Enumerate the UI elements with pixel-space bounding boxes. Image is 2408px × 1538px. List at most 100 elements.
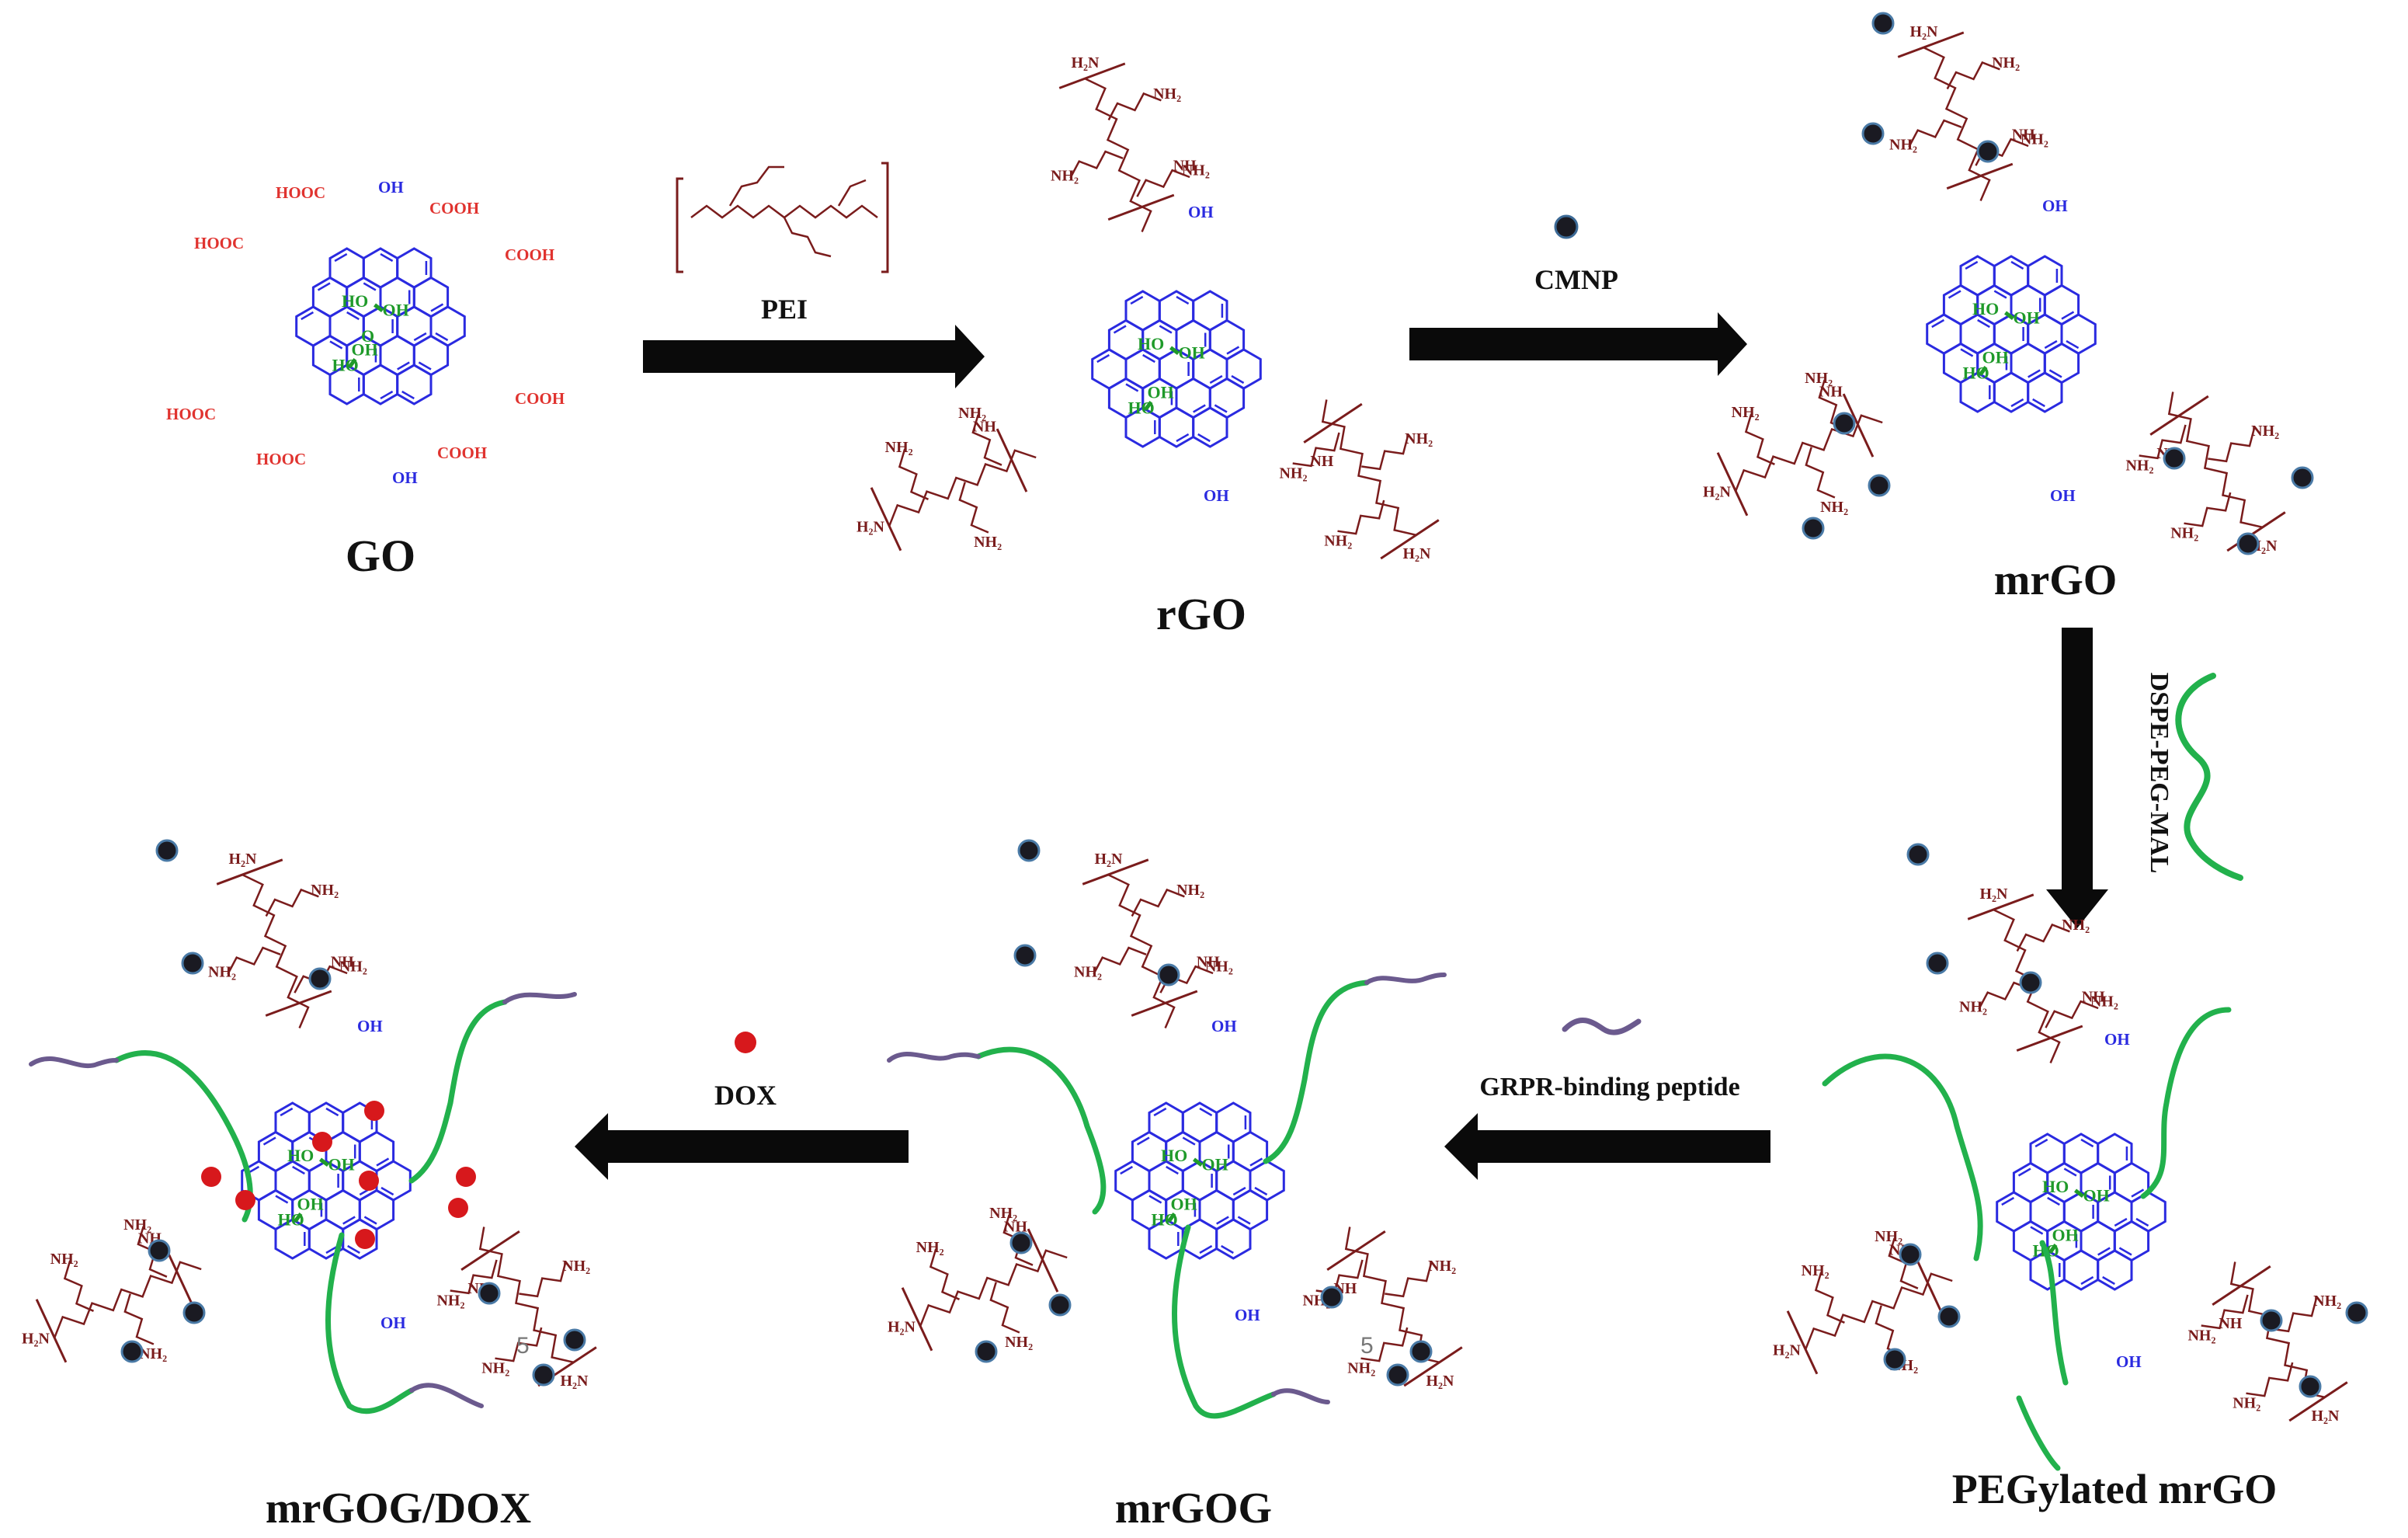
- nanoparticle-icon: [1899, 1243, 1922, 1266]
- amine-label: NH₂: [1732, 404, 1760, 421]
- amine-label: NH: [1197, 953, 1220, 970]
- label-mrgog: mrGOG: [1115, 1484, 1272, 1533]
- nanoparticle-icon: [1861, 122, 1885, 145]
- hydroxyl-label: HO: [342, 291, 368, 311]
- carboxyl-label: COOH: [437, 444, 487, 462]
- stray-number-annotation: 5: [1360, 1333, 1374, 1359]
- down-arrow-icon: [2046, 628, 2108, 928]
- nanoparticle-icon: [478, 1282, 501, 1305]
- amine-label: NH₂: [481, 1360, 509, 1377]
- dox-molecule-icon: [364, 1101, 384, 1121]
- nanoparticle-icon: [1386, 1363, 1409, 1387]
- amine-label: H₂N: [1703, 484, 1732, 501]
- amine-label: NH₂: [50, 1251, 78, 1268]
- hydroxyl-label: HO: [1138, 334, 1164, 353]
- amine-label: NH₂: [1889, 136, 1917, 153]
- amine-label: NH₂: [1428, 1258, 1456, 1275]
- hydroxyl-label: OH: [1202, 1154, 1228, 1174]
- nanoparticle-icon: [1013, 944, 1037, 967]
- nanoparticle-icon: [1802, 517, 1825, 540]
- label-mrgo: mrGO: [1994, 556, 2118, 604]
- hydroxyl-label: OH: [1235, 1306, 1260, 1324]
- amine-label: NH₂: [1805, 370, 1833, 387]
- nanoparticle-icon: [1976, 140, 2000, 163]
- peptide-chain-icon: [29, 1056, 119, 1069]
- peg-chain-icon: [1822, 1053, 1983, 1261]
- nanoparticle-icon: [1871, 12, 1895, 35]
- amine-label: NH: [1004, 1219, 1027, 1236]
- hydroxyl-label: HO: [1161, 1146, 1187, 1165]
- amine-label: NH: [1173, 157, 1197, 174]
- hydroxyl-label: OH: [1982, 348, 2009, 367]
- nanoparticle-icon: [1883, 1348, 1906, 1371]
- hydroxyl-label: OH: [383, 300, 409, 319]
- amine-label: H₂N: [1095, 851, 1124, 868]
- nanoparticle-icon: [2019, 971, 2042, 994]
- nanoparticle-icon: [1409, 1340, 1433, 1363]
- amine-label: NH₂: [311, 882, 339, 899]
- hydroxyl-label: HO: [2042, 1177, 2069, 1196]
- hydroxyl-label: HO: [287, 1146, 314, 1165]
- nanoparticle-icon: [532, 1363, 555, 1387]
- hydroxyl-label: OH: [1204, 486, 1229, 505]
- amine-label: NH₂: [2251, 423, 2279, 440]
- hydroxyl-label: OH: [1188, 203, 1214, 221]
- nanoparticle-icon: [2345, 1301, 2368, 1324]
- carboxyl-label: COOH: [505, 245, 554, 264]
- peptide-chain-icon: [887, 1051, 981, 1063]
- carboxyl-label: HOOC: [276, 183, 325, 202]
- nanoparticle-icon: [120, 1340, 144, 1363]
- label-mrgog-dox: mrGOG/DOX: [266, 1484, 531, 1533]
- amine-label: NH₂: [2313, 1293, 2341, 1310]
- nanoparticle-icon: [1320, 1286, 1343, 1309]
- amine-label: NH₂: [2125, 458, 2153, 475]
- nanoparticle-icon: [2236, 532, 2260, 555]
- amine-label: NH₂: [885, 439, 913, 456]
- amine-label: NH: [1819, 384, 1843, 401]
- nanoparticle-icon: [2260, 1309, 2283, 1332]
- peptide-chain-icon: [1364, 973, 1447, 985]
- hydroxyl-label: OH: [1211, 1017, 1237, 1035]
- amine-label: NH₂: [2187, 1327, 2215, 1345]
- peptide-chain-icon: [1271, 1388, 1330, 1404]
- amine-label: NH₂: [1205, 959, 1233, 976]
- hydroxyl-label: HO: [1128, 398, 1155, 418]
- hydroxyl-label: OH: [2050, 486, 2076, 505]
- amine-label: H₂N: [857, 519, 885, 536]
- amine-label: NH₂: [1279, 465, 1307, 482]
- dox-molecule-icon: [448, 1198, 468, 1218]
- amine-label: NH₂: [1324, 533, 1352, 550]
- label-go: GO: [346, 531, 415, 581]
- amine-label: NH₂: [1176, 882, 1204, 899]
- carboxyl-label: HOOC: [256, 450, 306, 468]
- amine-label: NH₂: [139, 1345, 167, 1362]
- peg-chain-icon: [113, 1050, 253, 1223]
- hydroxyl-label: OH: [1179, 343, 1205, 362]
- right-arrow-icon: [643, 325, 985, 388]
- nanoparticle-icon: [1868, 474, 1891, 497]
- amine-label: H₂N: [1773, 1342, 1802, 1359]
- peg-chain-icon: [2140, 1007, 2232, 1199]
- amine-label: NH: [331, 953, 354, 970]
- amine-label: H₂N: [1910, 23, 1939, 40]
- peg-chain-icon: [2016, 1395, 2061, 1471]
- amine-label: NH: [2012, 126, 2035, 143]
- nanoparticle-icon: [2163, 447, 2186, 470]
- reagent-pei-label: PEI: [761, 294, 808, 325]
- hydroxyl-label: HO: [1972, 299, 1999, 318]
